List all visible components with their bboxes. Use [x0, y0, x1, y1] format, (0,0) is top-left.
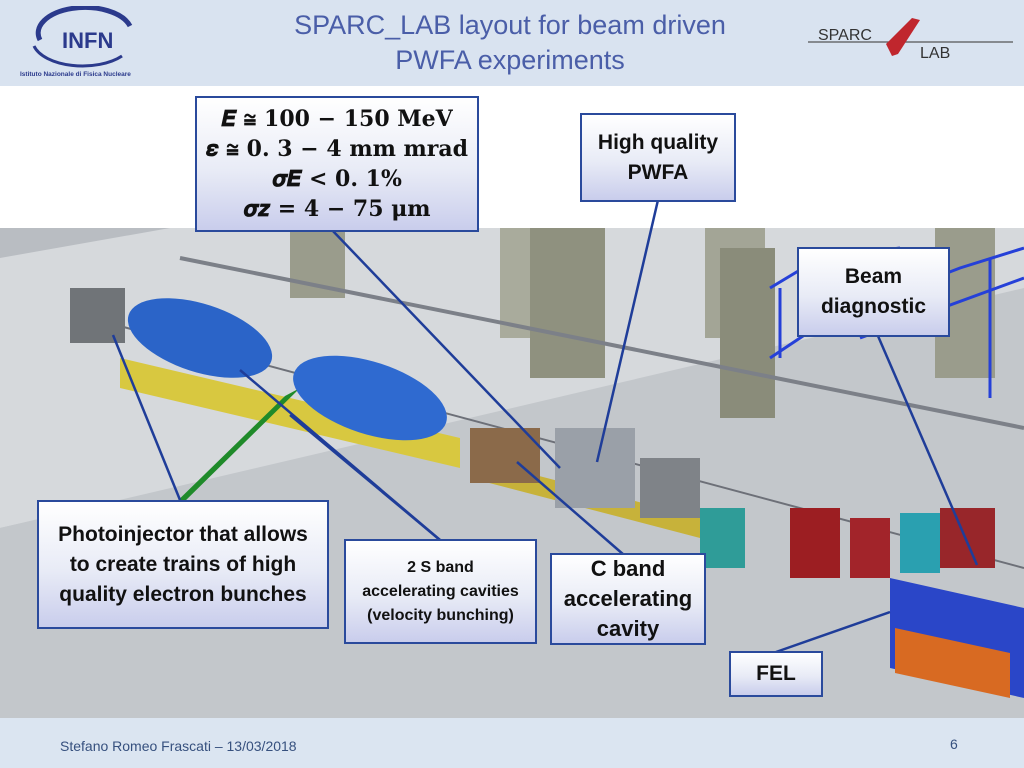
c-band-cavity-box: C band accelerating cavity [550, 553, 706, 645]
footer-author-date: Stefano Romeo Frascati – 13/03/2018 [60, 738, 297, 754]
header-bar [0, 0, 1024, 86]
sparclab-logo: SPARC LAB [808, 18, 1013, 62]
beam-diagnostic-line-2: diagnostic [820, 295, 926, 318]
title-line-1: SPARC_LAB layout for beam driven [294, 10, 726, 40]
title-line-2: PWFA experiments [395, 45, 625, 75]
s-band-line-2: accelerating cavities [362, 582, 519, 600]
high-quality-line-2: PWFA [627, 160, 689, 184]
photoinjector-box: Photoinjector that allows to create trai… [37, 500, 329, 629]
photoinjector-line-3: quality electron bunches [59, 582, 307, 606]
photoinjector-line-1: Photoinjector that allows [58, 522, 308, 546]
lab-logo-text: LAB [920, 45, 950, 62]
s-band-cavities-box: 2 S band accelerating cavities (velocity… [344, 539, 537, 644]
fel-box: FEL [729, 651, 823, 697]
s-band-line-1: 2 S band [407, 558, 474, 576]
energy-formula: 𝑬 ≅ 𝟏𝟎𝟎 − 𝟏𝟓𝟎 𝐌𝐞𝐕 [221, 106, 453, 132]
infn-logo-subtitle: Istituto Nazionale di Fisica Nucleare [20, 71, 131, 78]
fel-label: FEL [756, 662, 796, 685]
bunch-length-formula: 𝝈𝒛 = 𝟒 − 𝟕𝟓 𝛍𝐦 [243, 196, 431, 222]
beam-parameters-box: 𝑬 ≅ 𝟏𝟎𝟎 − 𝟏𝟓𝟎 𝐌𝐞𝐕 𝜺 ≅ 𝟎. 𝟑 − 𝟒 𝐦𝐦 𝐦𝐫𝐚𝐝 𝝈… [195, 96, 479, 232]
beam-diagnostic-line-1: Beam [844, 265, 903, 288]
beam-diagnostic-box: Beam diagnostic [797, 247, 950, 337]
c-band-line-3: cavity [596, 616, 660, 641]
c-band-line-1: C band [590, 556, 666, 581]
footer-bar [0, 718, 1024, 768]
high-quality-line-1: High quality [597, 130, 719, 154]
infn-logo: INFN Istituto Nazionale di Fisica Nuclea… [20, 6, 133, 78]
beam-parameters-formulas: 𝑬 ≅ 𝟏𝟎𝟎 − 𝟏𝟓𝟎 𝐌𝐞𝐕 𝜺 ≅ 𝟎. 𝟑 − 𝟒 𝐦𝐦 𝐦𝐫𝐚𝐝 𝝈… [206, 104, 468, 224]
s-band-line-3: (velocity bunching) [367, 606, 514, 624]
energy-spread-formula: 𝝈𝑬 < 𝟎. 𝟏% [272, 166, 402, 192]
c-band-line-2: accelerating [563, 586, 693, 611]
page-number: 6 [950, 736, 958, 752]
high-quality-pwfa-box: High quality PWFA [580, 113, 736, 202]
photoinjector-line-2: to create trains of high [69, 552, 297, 576]
sparc-logo-text: SPARC [818, 27, 872, 44]
page-title: SPARC_LAB layout for beam driven PWFA ex… [230, 8, 790, 78]
emittance-formula: 𝜺 ≅ 𝟎. 𝟑 − 𝟒 𝐦𝐦 𝐦𝐫𝐚𝐝 [205, 136, 469, 162]
infn-logo-text: INFN [62, 28, 113, 53]
